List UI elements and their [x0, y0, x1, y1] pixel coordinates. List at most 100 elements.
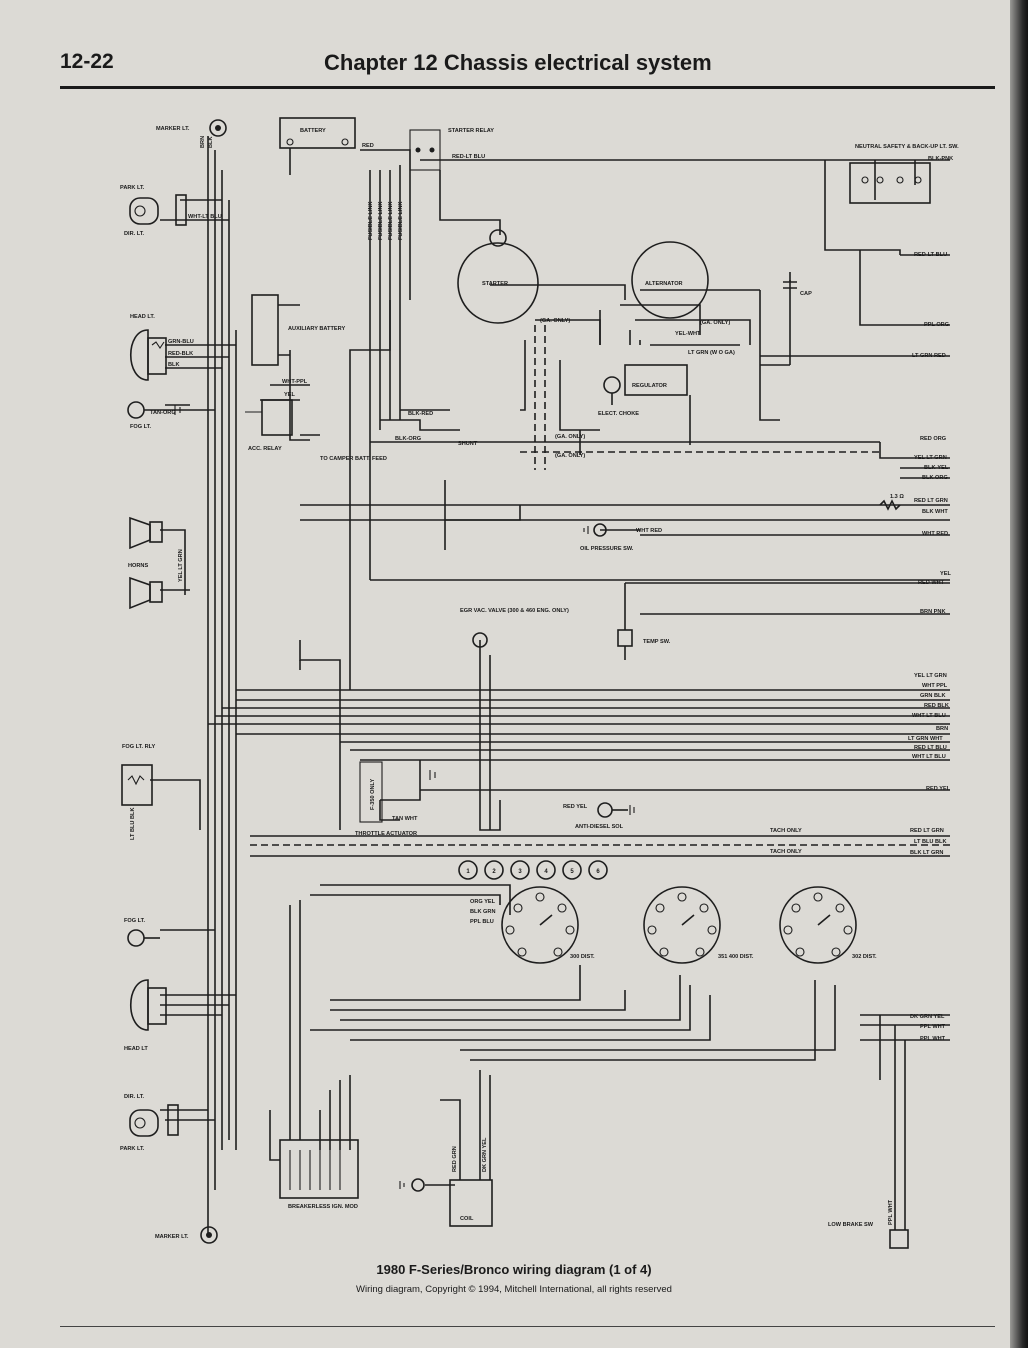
alternator-symbol — [631, 241, 709, 319]
svg-text:THROTTLE ACTUATOR: THROTTLE ACTUATOR — [355, 831, 417, 837]
svg-text:RED LT BLU: RED LT BLU — [914, 745, 947, 751]
cap-symbol — [783, 272, 797, 289]
svg-text:HORNS: HORNS — [128, 563, 148, 569]
svg-text:RED LT GRN: RED LT GRN — [914, 498, 948, 504]
fog-lt-bottom-symbol — [127, 929, 160, 947]
chapter-title: Chapter 12 Chassis electrical system — [324, 50, 712, 75]
svg-text:WHT RED: WHT RED — [636, 528, 662, 534]
right-side-labels: BLK-PNK RED-LT BLU PPL ORG LT GRN RED RE… — [908, 156, 953, 1042]
svg-text:RED-BLK: RED-BLK — [168, 351, 193, 357]
svg-text:RED YEL: RED YEL — [926, 786, 951, 792]
svg-text:RED ORG: RED ORG — [920, 436, 946, 442]
svg-text:MARKER LT.: MARKER LT. — [156, 126, 190, 132]
auxiliary-battery-symbol — [251, 294, 300, 366]
svg-text:AUXILIARY BATTERY: AUXILIARY BATTERY — [288, 326, 345, 332]
head-lt-top-symbol — [129, 329, 167, 381]
svg-text:DK GRN YEL: DK GRN YEL — [910, 1014, 945, 1020]
svg-text:HEAD LT.: HEAD LT. — [130, 314, 155, 320]
svg-text:302 DIST.: 302 DIST. — [852, 954, 877, 960]
svg-text:300 DIST.: 300 DIST. — [570, 954, 595, 960]
svg-text:PPL WHT: PPL WHT — [920, 1024, 946, 1030]
svg-text:1.3 Ω: 1.3 Ω — [890, 494, 904, 500]
svg-text:RED-LT BLU: RED-LT BLU — [452, 154, 485, 160]
svg-text:FUSIBLE LINK: FUSIBLE LINK — [378, 201, 384, 240]
svg-text:PARK LT.: PARK LT. — [120, 185, 145, 191]
marker-lt-top-symbol — [207, 119, 227, 150]
svg-text:BLK ORG: BLK ORG — [922, 475, 948, 481]
distributor-351-400 — [643, 886, 721, 964]
header-rule — [60, 86, 995, 89]
svg-text:LOW BRAKE SW: LOW BRAKE SW — [828, 1222, 874, 1228]
page-number: 12-22 — [60, 50, 114, 73]
elect-choke-symbol — [603, 376, 621, 405]
svg-text:(GA. ONLY): (GA. ONLY) — [700, 320, 730, 326]
svg-text:COIL: COIL — [460, 1216, 474, 1222]
svg-text:TACH ONLY: TACH ONLY — [770, 828, 802, 834]
starter-symbol — [457, 229, 539, 324]
svg-text:5: 5 — [570, 869, 574, 875]
anti-diesel-sol-symbol — [597, 802, 635, 818]
svg-text:3: 3 — [518, 869, 522, 875]
svg-text:YEL: YEL — [940, 571, 951, 577]
svg-text:LT BLU BLK: LT BLU BLK — [130, 807, 136, 840]
svg-text:EGR VAC. VALVE (300 & 460 ENG.: EGR VAC. VALVE (300 & 460 ENG. ONLY) — [460, 608, 569, 614]
svg-text:WHT PPL: WHT PPL — [922, 683, 948, 689]
svg-text:SHUNT: SHUNT — [458, 441, 478, 447]
svg-text:YEL LT GRN: YEL LT GRN — [178, 549, 184, 582]
ignition-wiring — [269, 884, 836, 1186]
temp-sw-symbol — [617, 629, 633, 660]
svg-text:RED WHT: RED WHT — [918, 580, 945, 586]
svg-text:RED-LT BLU: RED-LT BLU — [914, 252, 947, 258]
svg-text:ACC. RELAY: ACC. RELAY — [248, 446, 282, 452]
svg-text:PPL WHT: PPL WHT — [888, 1199, 894, 1225]
battery-symbol — [279, 117, 356, 175]
svg-text:PPL BLU: PPL BLU — [470, 919, 494, 925]
component-labels: MARKER LT. PARK LT. DIR. LT. HEAD LT. FO… — [120, 126, 959, 1240]
svg-text:BLK GRN: BLK GRN — [470, 909, 495, 915]
svg-text:MARKER LT.: MARKER LT. — [155, 1234, 189, 1240]
svg-text:BLK-ORG: BLK-ORG — [395, 436, 421, 442]
svg-text:BRN PNK: BRN PNK — [920, 609, 945, 615]
svg-text:F-350 ONLY: F-350 ONLY — [370, 779, 376, 810]
low-brake-sw-symbol — [889, 1229, 909, 1249]
svg-text:FOG LT.: FOG LT. — [130, 424, 151, 430]
svg-text:REGULATOR: REGULATOR — [632, 383, 667, 389]
svg-text:2: 2 — [492, 869, 496, 875]
svg-text:BLK: BLK — [208, 137, 214, 149]
svg-text:(GA. ONLY): (GA. ONLY) — [555, 453, 585, 459]
svg-text:RED: RED — [362, 143, 374, 149]
svg-text:LT GRN RED: LT GRN RED — [912, 353, 946, 359]
svg-text:FUSIBLE LINK: FUSIBLE LINK — [368, 201, 374, 240]
neutral-safety-symbol — [849, 162, 931, 204]
breakerless-module-symbol — [279, 1139, 359, 1199]
svg-text:BATTERY: BATTERY — [300, 128, 326, 134]
svg-text:YEL: YEL — [284, 392, 295, 398]
svg-text:1: 1 — [466, 869, 470, 875]
marker-lt-bottom-symbol — [200, 1226, 218, 1244]
svg-text:STARTER: STARTER — [482, 281, 508, 287]
svg-text:PPL ORG: PPL ORG — [924, 322, 949, 328]
fog-lt-top-symbol — [127, 401, 181, 419]
connector-4 — [536, 860, 556, 880]
svg-text:(GA. ONLY): (GA. ONLY) — [540, 318, 570, 324]
svg-text:TACH ONLY: TACH ONLY — [770, 849, 802, 855]
svg-text:BLK: BLK — [168, 362, 180, 368]
connector-1 — [458, 860, 478, 880]
park-lt-bottom-symbol — [129, 1104, 179, 1137]
svg-text:351 400 DIST.: 351 400 DIST. — [718, 954, 754, 960]
svg-text:RED YEL: RED YEL — [563, 804, 588, 810]
connector-5 — [562, 860, 582, 880]
svg-text:YEL LT GRN: YEL LT GRN — [914, 673, 947, 679]
diagram-caption: 1980 F-Series/Bronco wiring diagram (1 o… — [376, 1262, 652, 1277]
svg-text:FOG LT.: FOG LT. — [124, 918, 145, 924]
svg-text:WHT LT BLU: WHT LT BLU — [912, 754, 946, 760]
acc-relay-symbol — [245, 399, 293, 436]
svg-text:PARK LT.: PARK LT. — [120, 1146, 145, 1152]
svg-text:6: 6 — [596, 869, 600, 875]
distributor-300 — [501, 886, 579, 964]
svg-text:LT GRN WHT: LT GRN WHT — [908, 736, 943, 742]
svg-text:ORG YEL: ORG YEL — [470, 899, 496, 905]
svg-text:BLK LT GRN: BLK LT GRN — [910, 850, 943, 856]
svg-text:LT BLU BLK: LT BLU BLK — [914, 839, 947, 845]
